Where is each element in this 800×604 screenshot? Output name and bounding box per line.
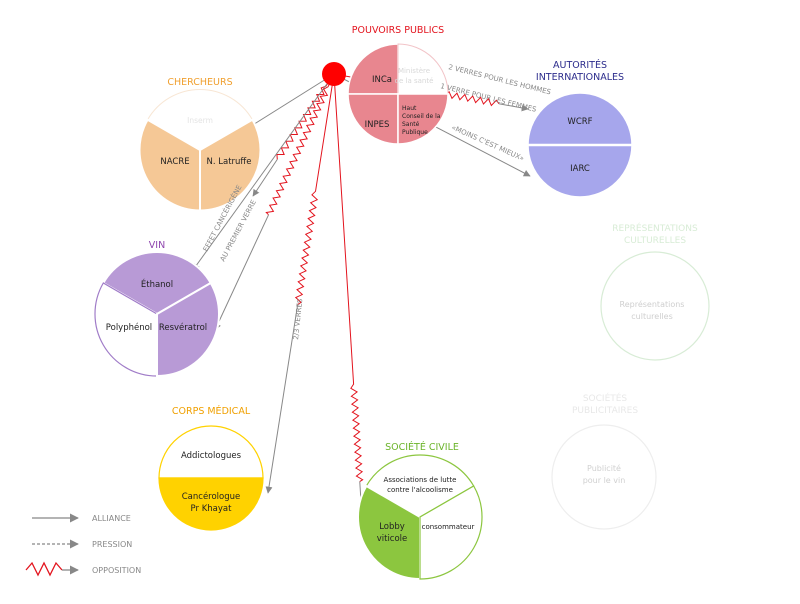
societe-label-associations-2: contre l'alcoolisme [387,486,453,494]
autorites-seg-wcrf[interactable] [527,92,633,146]
autorites-seg-iarc[interactable] [527,144,633,198]
corps-label-cancerologue-2: Pr Khayat [191,504,233,514]
corps-group: CORPS MÉDICAL Addictologues Cancérologue… [158,405,264,531]
edge-to-chercheurs-opposition-zigzag [276,73,335,160]
chercheurs-label-inserm: Inserm [187,116,213,125]
vin-label-polyphenol: Polyphénol [106,322,152,333]
legend-pression-label: PRESSION [92,540,132,549]
pouvoirs-label-hcsp-1: Haut [402,105,417,112]
pouvoirs-label-ministere-1: Ministère [398,67,430,75]
pouvoirs-seg-hcsp[interactable] [397,93,449,145]
vin-title: VIN [149,240,165,251]
edge-to-vin-resveratrol [214,214,270,331]
legend-alliance-label: ALLIANCE [92,514,131,523]
vin-label-resveratrol: Resvératrol [159,322,207,333]
edge-to-corps-zigzag [294,73,335,305]
pouvoirs-seg-ministere[interactable] [397,43,449,95]
representations-label-line1: Représentations [620,299,685,309]
vin-seg-polyphenol[interactable] [94,282,158,377]
societes-pub-circle[interactable] [551,424,657,530]
pouvoirs-label-inpes: INPES [365,120,390,130]
representations-title-line2: CULTURELLES [624,236,686,246]
autorites-group: AUTORITÉS INTERNATIONALES WCRF IARC [527,59,633,198]
pouvoirs-red-dot[interactable] [322,62,346,86]
societes-pub-title-line2: PUBLICITAIRES [572,406,638,416]
edge-to-autorites-wcrf [498,103,529,112]
societes-pub-label-line2: pour le vin [583,476,626,485]
societe-seg-consommateur[interactable] [419,485,483,580]
edge-to-societe-zigzag [333,73,364,482]
vin-seg-resveratrol[interactable] [156,281,221,378]
pouvoirs-label-hcsp-3: Santé [402,121,420,128]
pouvoirs-label-hcsp-4: Publique [402,129,428,136]
corps-title: CORPS MÉDICAL [172,405,251,417]
vin-label-ethanol: Éthanol [141,278,173,290]
pouvoirs-label-hcsp-2: Conseil de la [402,113,441,120]
legend-opposition-zigzag [25,561,63,577]
corps-seg-cancerologue[interactable] [158,477,264,531]
societes-pub-group: SOCIÉTÉS PUBLICITAIRES Publicité pour le… [551,392,657,530]
autorites-title-line1: AUTORITÉS [553,59,607,71]
pouvoirs-seg-inca[interactable] [347,43,399,95]
pouvoirs-group: POUVOIRS PUBLICS INCa Ministère de la sa… [322,25,449,145]
corps-label-cancerologue-1: Cancérologue [182,491,241,502]
legend-opposition-label: OPPOSITION [92,566,141,575]
societe-label-associations-1: Associations de lutte [384,476,457,484]
chercheurs-label-latruffe: N. Latruffe [206,157,251,167]
societes-pub-label-line1: Publicité [587,463,621,473]
chercheurs-seg-nacre[interactable] [138,118,201,212]
edge-label-deux-trois: 2/3 VERRES [292,298,304,340]
autorites-label-wcrf: WCRF [567,117,592,127]
representations-title-line1: REPRÉSENTATIONS [612,222,698,234]
corps-seg-addictologues[interactable] [158,425,264,479]
chercheurs-group: CHERCHEURS Inserm NACRE N. Latruffe [138,77,262,212]
pouvoirs-seg-inpes[interactable] [347,93,399,145]
societe-group: SOCIÉTÉ CIVILE Associations de lutte con… [356,441,483,581]
edge-to-vin-ethanol [192,73,335,271]
societe-label-lobby-2: viticole [377,534,408,544]
edge-to-corps [265,304,299,494]
societes-pub-title-line1: SOCIÉTÉS [583,392,628,404]
societe-label-consommateur: consommateur [422,523,475,531]
societe-seg-lobby[interactable] [356,484,421,581]
legend: ALLIANCE PRESSION OPPOSITION [25,513,141,577]
societe-title: SOCIÉTÉ CIVILE [385,441,459,453]
chercheurs-title: CHERCHEURS [167,77,232,88]
edge-to-chercheurs-opposition [252,159,278,197]
autorites-label-iarc: IARC [570,164,590,174]
representations-circle[interactable] [600,251,710,361]
pouvoirs-label-inca: INCa [372,75,392,85]
representations-group: REPRÉSENTATIONS CULTURELLES Représentati… [600,222,710,361]
corps-label-addictologues: Addictologues [181,451,242,461]
autorites-title-line2: INTERNATIONALES [536,72,624,83]
chercheurs-label-nacre: NACRE [160,157,189,167]
societe-label-lobby-1: Lobby [379,522,405,532]
representations-label-line2: culturelles [631,312,672,321]
pouvoirs-title: POUVOIRS PUBLICS [352,25,444,36]
chercheurs-seg-latruffe[interactable] [199,118,262,212]
edge-to-chercheurs [239,73,335,134]
edge-label-moins: «MOINS C'EST MIEUX» [450,124,525,163]
pouvoirs-label-ministere-2: de la santé [395,77,434,85]
vin-group: VIN Éthanol Polyphénol Resvératrol [94,240,221,378]
edge-to-vin-resveratrol-zigzag [265,73,335,216]
